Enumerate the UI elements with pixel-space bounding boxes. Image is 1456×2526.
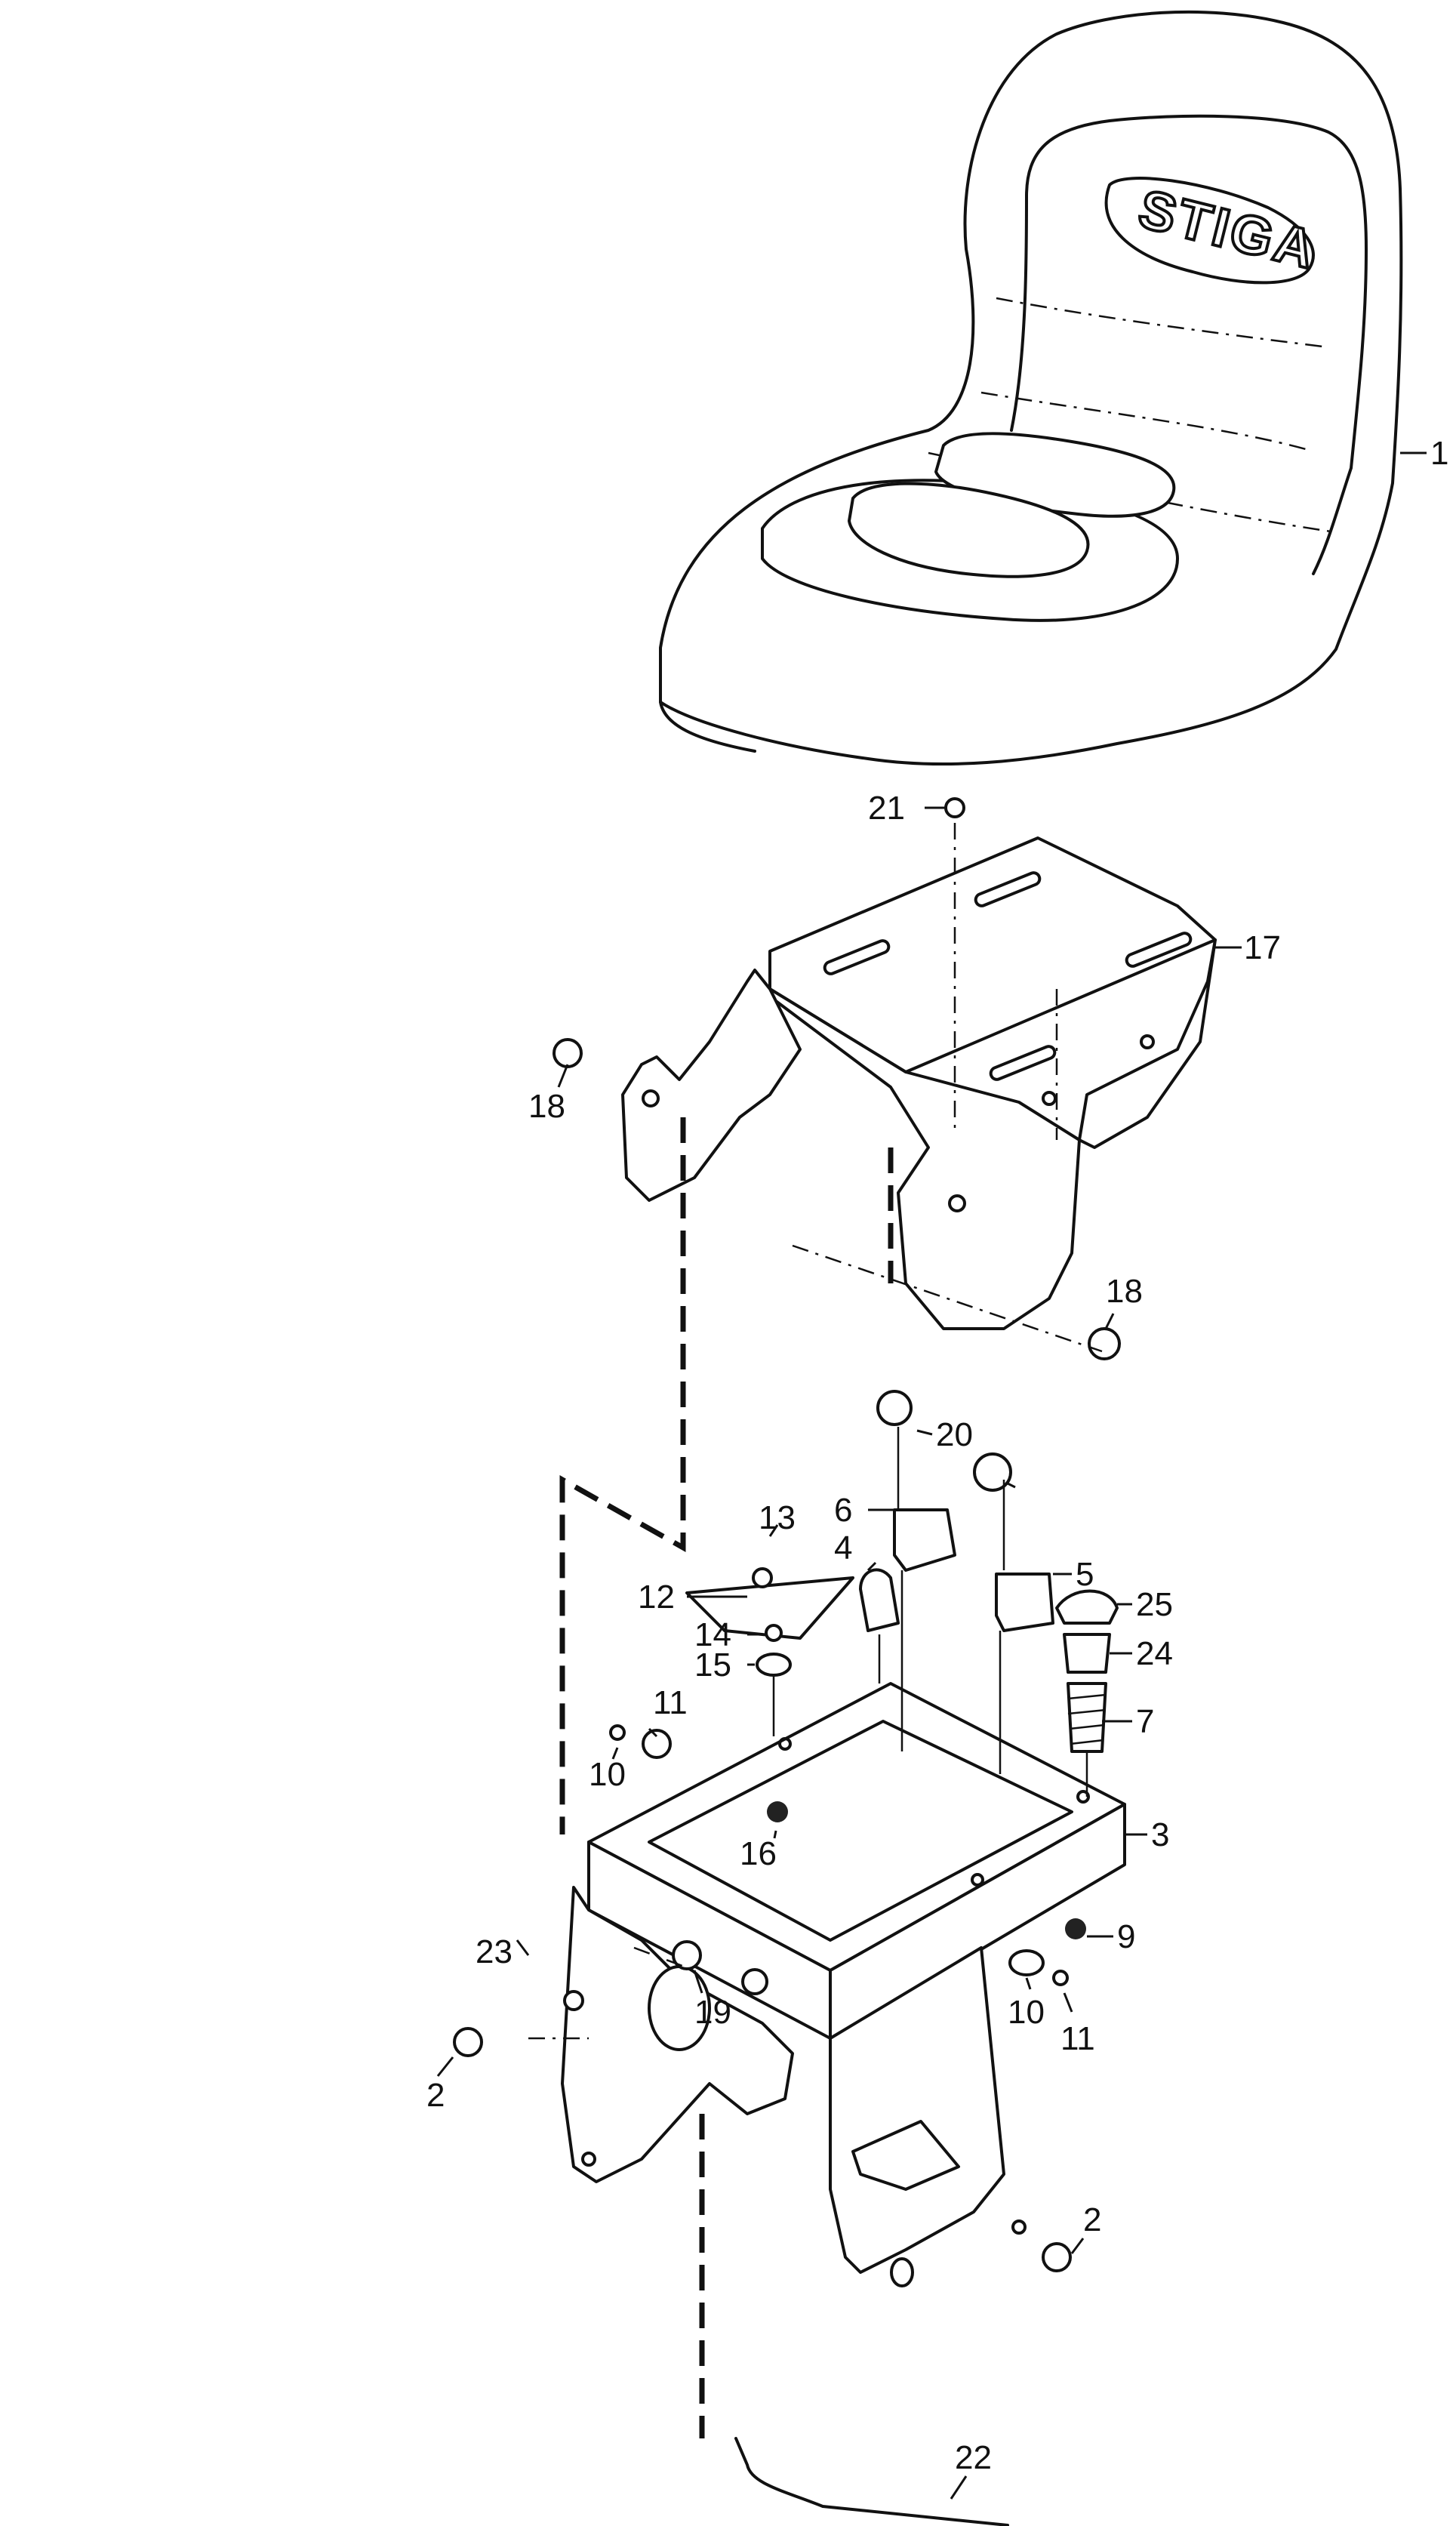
callout-2a: 2 [426, 2077, 445, 2114]
seat-plate-right-flange [1078, 938, 1217, 1149]
callout-9: 9 [1117, 1918, 1135, 1955]
seat-plate-slot [1125, 932, 1193, 968]
callout-3: 3 [1151, 1816, 1169, 1853]
callout-25: 25 [1136, 1586, 1173, 1623]
assembly-lines [528, 823, 1103, 2438]
seat-plate-rear-flange [768, 987, 1081, 1330]
rod-22 [734, 2437, 1009, 2526]
callout-1: 1 [1430, 435, 1448, 472]
seat-plate-hole [1140, 1034, 1155, 1049]
callout-5: 5 [1076, 1556, 1094, 1593]
frame-hole [778, 1737, 792, 1751]
callout-2b: 2 [1083, 2201, 1101, 2238]
seat-plate-left-bracket [621, 969, 802, 1202]
nut-11-left [642, 1729, 672, 1759]
seat-logo-plate [1104, 177, 1315, 285]
callout-6: 6 [834, 1492, 852, 1529]
frame-leg-bracket [851, 2120, 960, 2191]
nut-9 [1065, 1918, 1086, 1939]
seat-seam-middle [980, 391, 1307, 451]
clip-20 [973, 1452, 1012, 1492]
callout-18b: 18 [1106, 1273, 1143, 1310]
frame-hole [581, 2152, 596, 2167]
frame-right-leg [829, 1946, 1005, 2274]
mount-plate-12 [685, 1576, 854, 1640]
callout-13: 13 [759, 1499, 796, 1536]
callout-19: 19 [694, 1994, 731, 2031]
screw-21 [944, 797, 965, 818]
callout-16: 16 [740, 1835, 777, 1872]
callout-11b: 11 [1060, 2020, 1095, 2057]
nut-19 [741, 1968, 768, 1995]
callout-11a: 11 [653, 1684, 688, 1721]
seat-plate-hole [642, 1089, 660, 1107]
screw-23 [563, 1990, 584, 2011]
seat-backrest-inner [1010, 114, 1368, 575]
callouts: 1 17 21 18 18 20 6 5 13 4 12 14 15 25 24… [426, 435, 1448, 2476]
bolt-18-left [553, 1038, 583, 1068]
seat: STIGA [659, 10, 1403, 766]
callout-12: 12 [638, 1579, 675, 1616]
cap-25 [1055, 1589, 1119, 1625]
screw-13 [752, 1567, 773, 1588]
switch-5 [995, 1573, 1054, 1632]
nut-16 [767, 1801, 788, 1822]
callout-20: 20 [936, 1416, 973, 1453]
bolt-2-right [1042, 2242, 1072, 2272]
seat-plate [621, 836, 1217, 1330]
callout-18a: 18 [528, 1088, 565, 1125]
washer-10-right [1008, 1949, 1045, 1976]
seat-plate-hole [948, 1194, 966, 1212]
spring-seat-24 [1063, 1633, 1111, 1674]
switch-6 [893, 1508, 956, 1572]
seat-plate-slot [823, 939, 891, 975]
callout-14: 14 [694, 1616, 731, 1653]
callout-23: 23 [476, 1933, 513, 1970]
callout-10a: 10 [589, 1756, 626, 1793]
sensor-plunger-4 [859, 1568, 900, 1632]
leader-lines [436, 451, 1427, 2500]
frame-hole [1076, 1790, 1090, 1804]
clip-20 [876, 1390, 913, 1426]
callout-7: 7 [1136, 1703, 1154, 1740]
callout-10b: 10 [1008, 1994, 1045, 2031]
seat-front-edge [659, 701, 756, 753]
seat-shell [659, 10, 1403, 766]
seat-pad-front [848, 482, 1090, 578]
frame-right-face [829, 1803, 1126, 2040]
seat-plate-slot [989, 1045, 1057, 1081]
bolt-2-left [453, 2027, 483, 2057]
seat-seam-upper [996, 297, 1329, 349]
bolt-18-right [1088, 1327, 1121, 1360]
bolt-11-right [1052, 1970, 1069, 1986]
frame-hole [1011, 2219, 1027, 2235]
nut-19 [672, 1940, 702, 1970]
callout-15: 15 [694, 1647, 731, 1683]
frame-hole [890, 2257, 914, 2287]
frame-hole [971, 1873, 984, 1887]
callout-21: 21 [868, 790, 905, 827]
switch-mounts [453, 797, 1121, 2272]
callout-4: 4 [834, 1529, 852, 1566]
seat-frame [561, 1682, 1126, 2287]
callout-22: 22 [955, 2439, 992, 2476]
frame-top-opening [648, 1720, 1073, 1942]
callout-24: 24 [1136, 1635, 1173, 1672]
bolt-10-left [609, 1724, 626, 1741]
seat-plate-slot [974, 871, 1042, 907]
seat-cushion-panel [761, 479, 1179, 622]
nut-14 [765, 1624, 783, 1642]
washer-15 [756, 1653, 792, 1677]
seat-plate-hole [1042, 1091, 1057, 1106]
callout-17: 17 [1244, 929, 1281, 966]
